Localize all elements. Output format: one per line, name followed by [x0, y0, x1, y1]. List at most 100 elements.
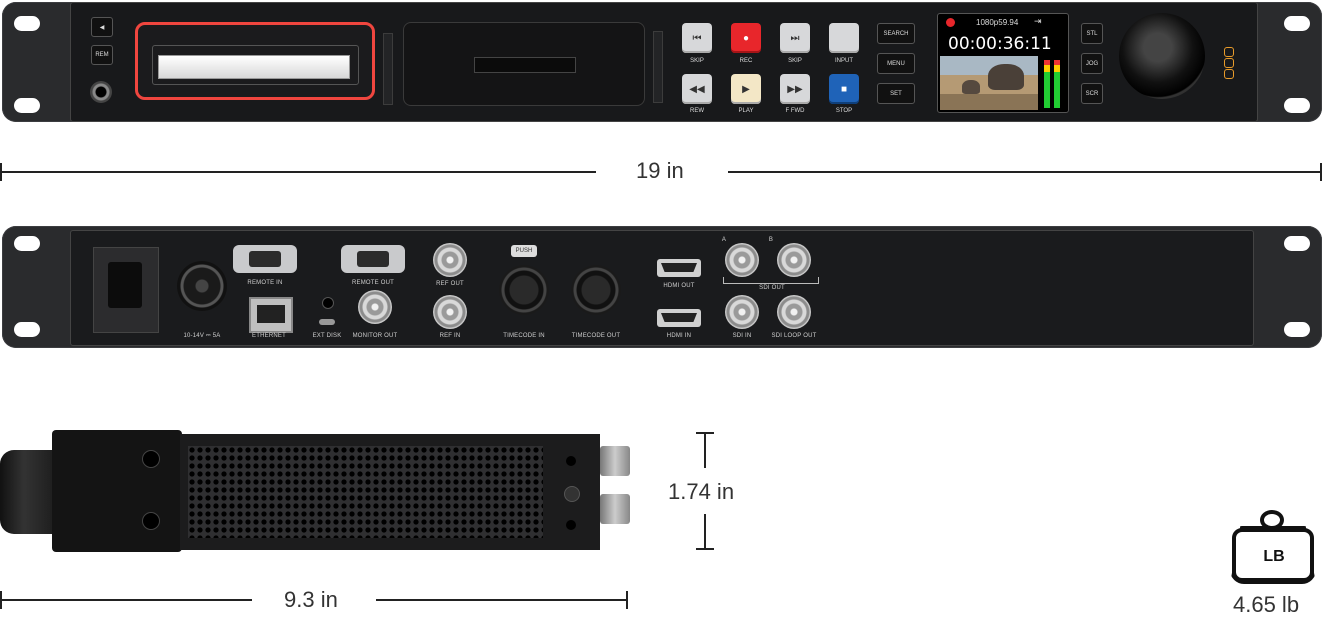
timecode-out-xlr[interactable] — [571, 265, 621, 315]
skip-back-button[interactable]: ⏮ — [682, 23, 712, 53]
screw-icon — [566, 456, 576, 466]
media-slot-1[interactable] — [135, 22, 375, 100]
remote-in-label: REMOTE IN — [247, 280, 283, 286]
ref-out-bnc[interactable] — [433, 243, 467, 277]
timecode-in-xlr[interactable] — [499, 265, 549, 315]
width-dimension: 19 in — [636, 158, 684, 183]
search-button[interactable]: SEARCH — [877, 23, 915, 44]
sdi-in-label: SDI IN — [732, 333, 752, 339]
stop-label: STOP — [835, 108, 853, 114]
weight-icon-label: LB — [1263, 548, 1285, 565]
sdi-out-a-bnc[interactable] — [725, 243, 759, 277]
remote-out-port[interactable] — [341, 245, 405, 273]
ref-out-label: REF OUT — [436, 281, 464, 287]
ref-in-bnc[interactable] — [433, 295, 467, 329]
scr-button[interactable]: SCR — [1081, 83, 1103, 104]
power-inlet[interactable] — [93, 247, 159, 333]
side-bnc-connector — [600, 446, 630, 476]
weight-body-outline — [1232, 528, 1314, 582]
stop-button[interactable]: ■ — [829, 74, 859, 104]
remote-out-label: REMOTE OUT — [352, 280, 394, 286]
sdi-out-b-bnc[interactable] — [777, 243, 811, 277]
width-dimension-line — [0, 171, 596, 173]
input-button[interactable] — [829, 23, 859, 53]
timecode: 00:00:36:11 — [948, 34, 1052, 54]
ethernet-port[interactable] — [249, 297, 293, 333]
monitor-out-label: MONITOR OUT — [352, 333, 398, 339]
rem-button[interactable]: REM — [91, 45, 113, 65]
rec-label: REC — [739, 58, 753, 64]
hdmi-in-port[interactable] — [657, 309, 701, 327]
weight-value: 4.65 lb — [1233, 592, 1300, 617]
elephant-shape — [988, 64, 1024, 90]
side-vent-body — [180, 434, 600, 550]
sdi-a-label: A — [721, 237, 727, 243]
audio-meter-left — [1044, 60, 1050, 108]
depth-dimension-line — [0, 599, 252, 601]
rear-faceplate: 10-14V ⎓ 5A REMOTE IN ETHERNET REMOTE OU… — [70, 230, 1254, 346]
input-status-icon: ⇥ — [1034, 16, 1042, 26]
set-button[interactable]: SET — [877, 83, 915, 104]
sdi-out-label: SDI OUT — [759, 285, 785, 291]
stop-icon: ■ — [840, 83, 848, 95]
ffwd-button[interactable]: ▶▶ — [780, 74, 810, 104]
ext-disk-label: EXT DISK — [312, 333, 342, 339]
side-jog-knob — [0, 450, 60, 534]
timecode-in-label: TIMECODE IN — [503, 333, 545, 339]
stl-button[interactable]: STL — [1081, 23, 1103, 44]
jog-wheel[interactable] — [1119, 13, 1205, 99]
ethernet-socket — [257, 305, 285, 323]
play-icon: ▶ — [742, 83, 750, 95]
hdmi-out-port[interactable] — [657, 259, 701, 277]
skip-back-icon: ⏮ — [692, 32, 702, 44]
play-button[interactable]: ▶ — [731, 74, 761, 104]
screw-icon — [142, 512, 160, 530]
skip-fwd-label: SKIP — [788, 58, 802, 64]
depth-dimension-line — [376, 599, 628, 601]
rack-ear-hole — [14, 322, 40, 337]
rew-button[interactable]: ◀◀ — [682, 74, 712, 104]
elephant-calf-shape — [962, 80, 980, 94]
speaker-button[interactable]: ◀ — [91, 17, 113, 37]
media-slot-2[interactable] — [403, 22, 645, 106]
media-card — [158, 55, 350, 79]
side-front-block — [52, 430, 182, 552]
front-faceplate: ◀ REM ⏮ SKIP ● REC ⏭ SKIP INPUT ◀◀ REW ▶… — [70, 2, 1258, 122]
width-dimension-line — [728, 171, 1322, 173]
remote-in-port[interactable] — [233, 245, 297, 273]
sdi-out-bracket — [723, 277, 819, 284]
record-indicator-icon — [946, 18, 955, 27]
hdmi-out-label: HDMI OUT — [663, 283, 695, 289]
record-icon: ● — [742, 32, 750, 44]
screw-icon — [564, 486, 580, 502]
front-panel: ◀ REM ⏮ SKIP ● REC ⏭ SKIP INPUT ◀◀ REW ▶… — [2, 2, 1322, 122]
rack-ear-hole — [14, 236, 40, 251]
headphone-jack[interactable] — [90, 81, 112, 103]
screw-icon — [566, 520, 576, 530]
ext-disk-port[interactable] — [319, 319, 335, 325]
audio-meter-right — [1054, 60, 1060, 108]
power-xlr[interactable] — [177, 261, 227, 311]
sdi-in-bnc[interactable] — [725, 295, 759, 329]
push-tab[interactable]: PUSH — [511, 245, 537, 257]
sdi-loop-out-bnc[interactable] — [777, 295, 811, 329]
rack-ear-hole — [14, 98, 40, 113]
side-bnc-connector — [600, 494, 630, 524]
screw-icon — [322, 297, 334, 309]
jog-button[interactable]: JOG — [1081, 53, 1103, 74]
slot-led-strip — [383, 33, 393, 105]
play-label: PLAY — [738, 108, 754, 114]
monitor-out-bnc[interactable] — [358, 290, 392, 324]
video-format: 1080p59.94 — [976, 18, 1019, 27]
side-view — [0, 430, 640, 554]
rack-ear-hole — [1284, 322, 1310, 337]
screw-icon — [142, 450, 160, 468]
power-socket — [108, 262, 142, 308]
dimension-tick — [1320, 163, 1322, 181]
skip-fwd-button[interactable]: ⏭ — [780, 23, 810, 53]
slot-led-strip — [653, 31, 663, 103]
menu-button[interactable]: MENU — [877, 53, 915, 74]
rear-panel: 10-14V ⎓ 5A REMOTE IN ETHERNET REMOTE OU… — [2, 226, 1322, 348]
rack-ear-hole — [1284, 236, 1310, 251]
rec-button[interactable]: ● — [731, 23, 761, 53]
